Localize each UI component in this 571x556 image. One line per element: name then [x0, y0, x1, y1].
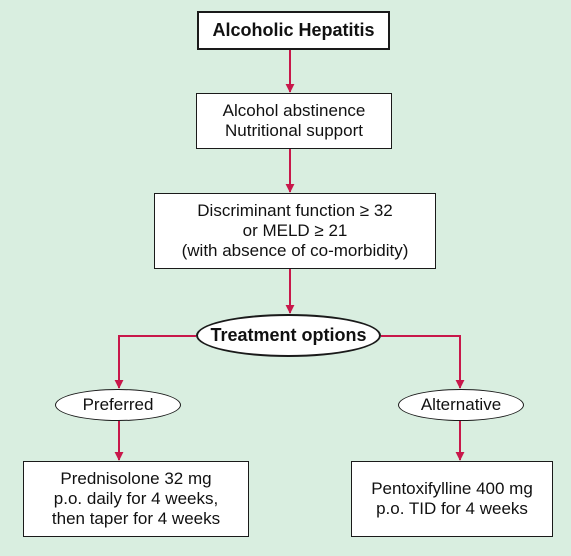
node-text-line: p.o. TID for 4 weeks	[376, 499, 528, 518]
treatment-options-ellipse: Treatment options	[196, 314, 381, 357]
node-text-line: Prednisolone 32 mg	[60, 468, 212, 488]
alcoholic-hepatitis-box: Alcoholic Hepatitis	[197, 11, 390, 50]
node-text-line: Pentoxifylline 400 mg	[371, 478, 533, 498]
node-text-line: (with absence of co-morbidity)	[181, 241, 409, 261]
node-text-line: p.o. daily for 4 weeks,	[53, 488, 219, 508]
pentoxifylline-box: Pentoxifylline 400 mg p.o. TID for 4 wee…	[351, 461, 553, 537]
node-text-line: Discriminant function ≥ 32	[197, 200, 393, 220]
arrow-options-to-alternative	[381, 335, 465, 389]
abstinence-support-box: Alcohol abstinence Nutritional support	[196, 93, 392, 149]
node-text-line: Preferred	[82, 394, 154, 414]
prednisolone-box: Prednisolone 32 mg p.o. daily for 4 week…	[23, 461, 249, 537]
severity-criteria-box: Discriminant function ≥ 32 or MELD ≥ 21 …	[154, 193, 436, 269]
alternative-ellipse: Alternative	[398, 389, 524, 421]
node-text-line: then taper for 4 weeks	[51, 509, 221, 529]
node-text-line: Alcoholic Hepatitis	[212, 19, 375, 40]
node-text-line: or MELD ≥ 21	[242, 220, 348, 240]
node-text-line: Treatment options	[210, 324, 367, 345]
node-text-line: Nutritional support	[225, 121, 363, 140]
node-text-line: Alcohol abstinence	[222, 100, 366, 120]
preferred-ellipse: Preferred	[55, 389, 181, 421]
node-text-line: Alternative	[420, 394, 502, 414]
arrow-options-to-preferred	[114, 335, 196, 389]
